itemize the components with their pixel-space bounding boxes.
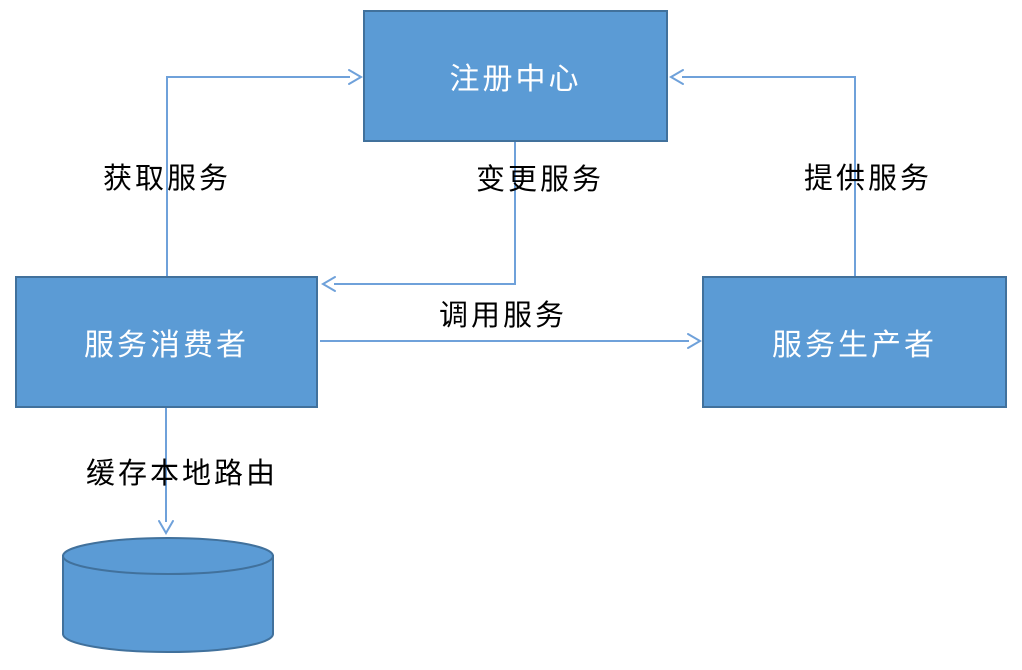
edge-change-service: [321, 142, 516, 292]
cylinder-top: [62, 537, 274, 575]
edge-label-invoke-service: 调用服务: [438, 298, 568, 332]
edge-label-get-service: 获取服务: [102, 161, 232, 195]
node-consumer-label: 服务消费者: [84, 328, 249, 363]
node-registry: 注册中心: [363, 10, 668, 142]
arrowhead-right-icon: [348, 69, 363, 85]
edge-label-cache-local-route: 缓存本地路由: [85, 456, 279, 490]
arrowhead-left-icon: [321, 276, 336, 292]
arrowhead-left-icon: [669, 69, 684, 85]
edge-invoke-service: [320, 333, 702, 349]
edge-get-service: [166, 69, 363, 276]
node-route-cache-cylinder: [62, 537, 274, 653]
node-producer-label: 服务生产者: [772, 328, 937, 363]
node-producer: 服务生产者: [702, 276, 1007, 408]
edge-cache-local-route: [158, 408, 174, 535]
edge-label-change-service: 变更服务: [475, 162, 605, 196]
arrowhead-right-icon: [687, 333, 702, 349]
node-consumer: 服务消费者: [15, 276, 318, 408]
node-registry-label: 注册中心: [449, 62, 582, 97]
arrowhead-down-icon: [158, 520, 174, 535]
edge-provide-service: [669, 69, 856, 276]
edge-label-provide-service: 提供服务: [803, 161, 933, 195]
cylinder-body: [62, 555, 274, 653]
